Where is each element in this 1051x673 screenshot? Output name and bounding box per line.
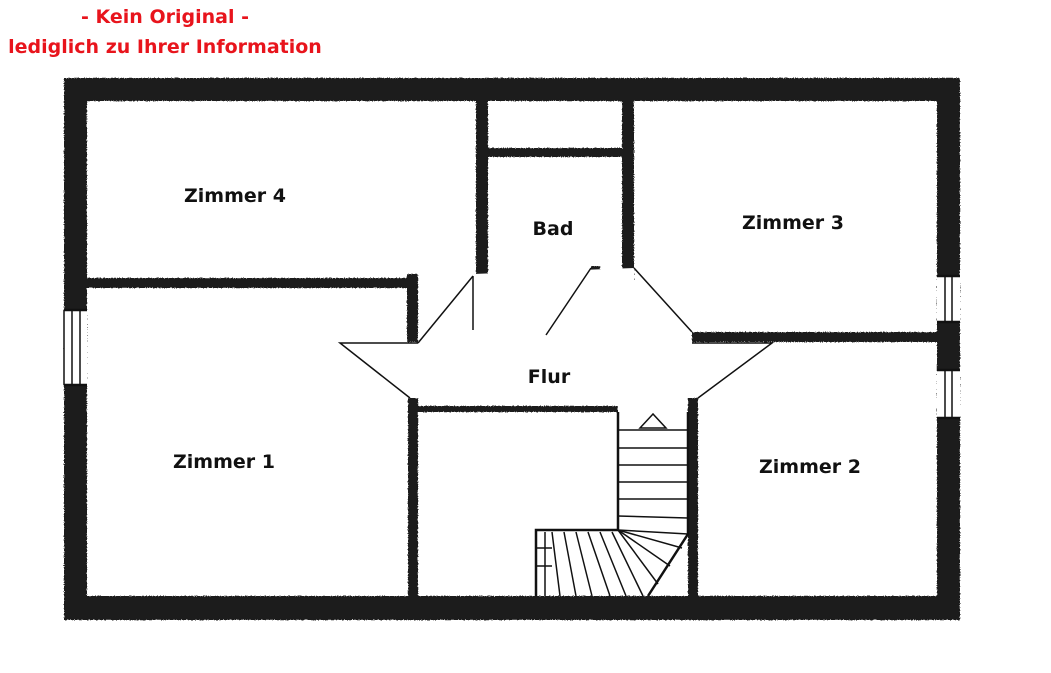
room-label-flur: Flur xyxy=(528,366,571,388)
room-label-zimmer-2: Zimmer 2 xyxy=(759,456,861,478)
disclaimer-line-2: lediglich zu Ihrer Information xyxy=(8,36,322,58)
hall-outline xyxy=(340,268,772,398)
room-label-bad: Bad xyxy=(533,218,574,240)
outer-walls xyxy=(64,78,960,620)
room-label-zimmer-3: Zimmer 3 xyxy=(742,212,844,234)
hall-outline-right xyxy=(692,342,775,399)
staircase xyxy=(534,412,690,597)
disclaimer-note: - Kein Original - lediglich zu Ihrer Inf… xyxy=(0,2,330,62)
hall-outline-left xyxy=(337,342,418,399)
disclaimer-line-1: - Kein Original - xyxy=(81,6,249,28)
room-label-zimmer-1: Zimmer 1 xyxy=(173,451,275,473)
window-markings xyxy=(63,274,960,420)
room-label-zimmer-4: Zimmer 4 xyxy=(184,185,286,207)
